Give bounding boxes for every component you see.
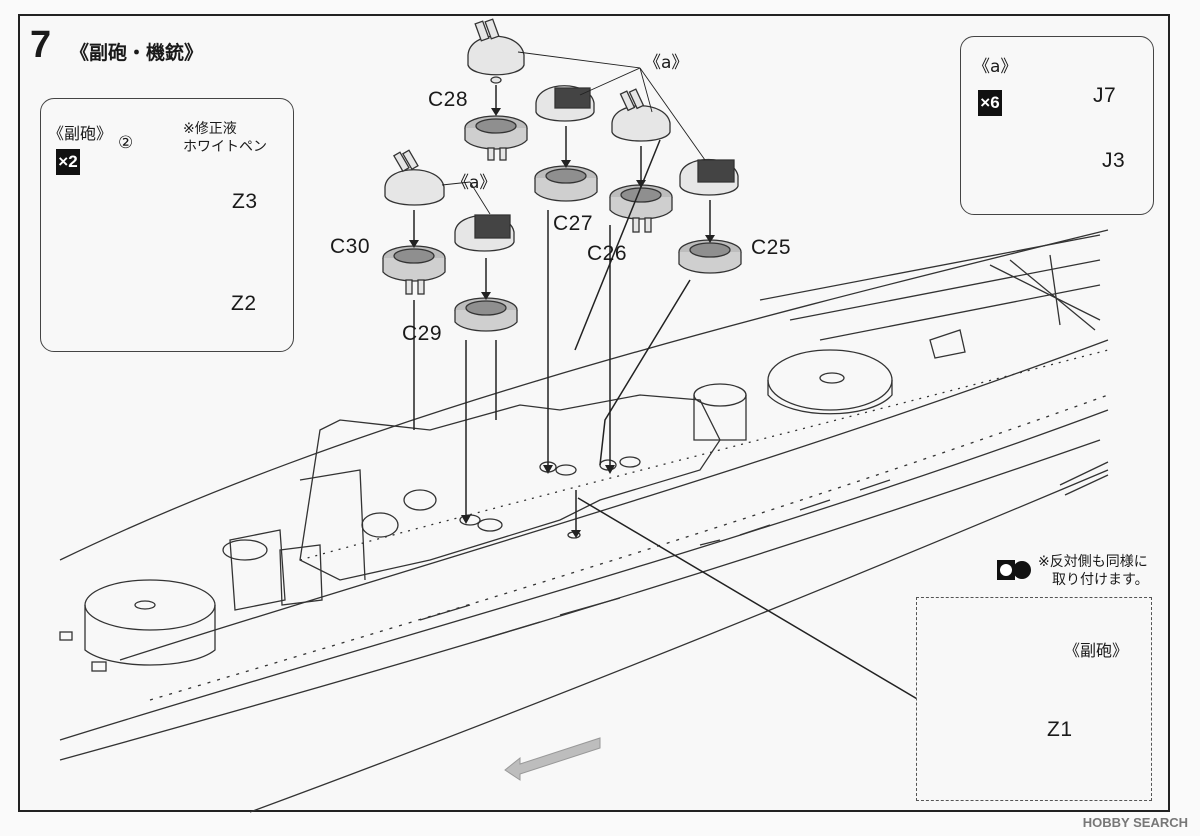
part-label-c26: C26: [587, 242, 628, 265]
part-label-c27: C27: [553, 212, 594, 235]
inset-z1: [916, 597, 1152, 801]
inset-a-qty-badge: ×6: [978, 90, 1002, 116]
label-a-top: 《a》: [644, 53, 689, 73]
label-a-mid: 《a》: [452, 173, 497, 193]
inset-z1-title: 《副砲》: [1064, 641, 1129, 660]
circle-number: ②: [118, 133, 134, 153]
inset-subgun: [40, 98, 294, 352]
step-title: 《副砲・機銃》: [70, 42, 204, 64]
inset-a-title: 《a》: [973, 57, 1018, 77]
inset-subgun-title: 《副砲》: [48, 124, 113, 143]
part-label-j3: J3: [1102, 149, 1126, 172]
correction-note-line1: ※修正液: [183, 121, 237, 137]
part-label-c25: C25: [751, 236, 792, 259]
both-sides-note-line1: ※反対側も同様に: [1038, 554, 1148, 570]
inset-subgun-qty-badge: ×2: [56, 149, 80, 175]
part-label-c30: C30: [330, 235, 371, 258]
step-number: 7: [30, 24, 52, 66]
part-label-c29: C29: [402, 322, 443, 345]
watermark: HOBBY SEARCH: [1082, 815, 1188, 830]
part-label-z2: Z2: [231, 292, 257, 315]
part-label-c28: C28: [428, 88, 469, 111]
part-label-z1: Z1: [1047, 718, 1073, 741]
part-label-z3: Z3: [232, 190, 258, 213]
inset-a: [960, 36, 1154, 215]
both-sides-note-line2: 取り付けます。: [1052, 572, 1149, 588]
correction-note-line2: ホワイトペン: [183, 139, 267, 155]
part-label-j7: J7: [1093, 84, 1117, 107]
